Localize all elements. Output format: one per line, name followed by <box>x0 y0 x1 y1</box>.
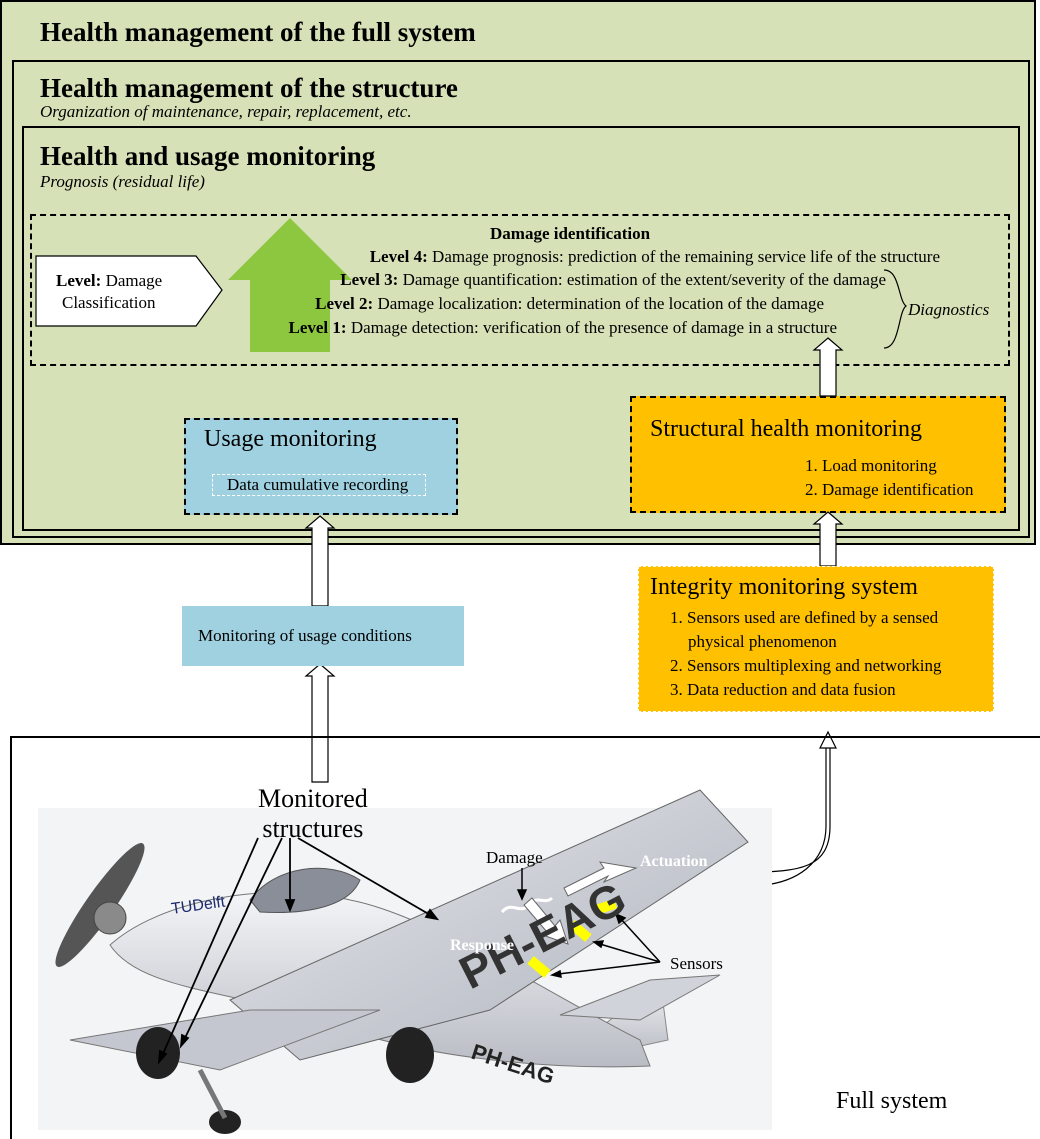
damage-label: Damage <box>486 848 543 867</box>
shm-item-2: 2. Damage identification <box>805 480 974 499</box>
monitored-pointers <box>157 837 440 1065</box>
tail-plane <box>559 974 721 1021</box>
level-3-row: Level 3: Damage quantification: estimati… <box>340 270 886 289</box>
integrity-box <box>638 566 994 712</box>
damage-identification-title: Damage identification <box>490 224 651 243</box>
main-wheel-left <box>209 1110 241 1134</box>
sensor-1 <box>592 898 618 916</box>
usage-monitoring-title: Usage monitoring <box>204 426 377 452</box>
main-wing <box>229 789 749 1061</box>
integrity-item-2: 2. Sensors multiplexing and networking <box>670 656 942 675</box>
response-label: Response <box>450 937 514 954</box>
integrity-item-3: 3. Data reduction and data fusion <box>670 680 896 699</box>
sensor-pointers <box>549 912 661 978</box>
shm-to-damage-arrow <box>812 337 844 397</box>
main-wheel-right <box>386 1027 434 1083</box>
damage-identification-arrows <box>35 218 907 352</box>
level-2-row: Level 2: Damage localization: determinat… <box>315 294 824 313</box>
usage-conditions-label: Monitoring of usage conditions <box>198 626 412 645</box>
usage-monitoring-box <box>184 418 458 515</box>
canopy <box>249 867 361 913</box>
diagnostics-label: Diagnostics <box>908 300 990 319</box>
full-system-label: Full system <box>836 1088 948 1114</box>
nose-wheel <box>136 1027 180 1079</box>
sensor-3 <box>527 956 551 978</box>
structure-health-subtitle: Organization of maintenance, repair, rep… <box>40 102 412 121</box>
diagnostics-brace <box>883 269 907 349</box>
response-arrow <box>523 897 569 945</box>
aircraft-to-conditions-arrow <box>304 663 336 783</box>
actuation-label: Actuation <box>640 853 708 870</box>
full-system-health-title: Health management of the full system <box>40 17 476 47</box>
monitored-structures-label: Monitored structures <box>258 784 368 843</box>
level-classification-label: Level: Damage Classification <box>56 271 163 312</box>
usage-conditions-box <box>182 606 464 666</box>
sensors-label: Sensors <box>670 954 723 973</box>
shm-title: Structural health monitoring <box>650 416 922 442</box>
level-classification-arrow <box>35 255 223 327</box>
level-1-row: Level 1: Damage detection: verification … <box>288 318 838 337</box>
full-system-frame <box>10 736 1040 1139</box>
level-4-row: Level 4: Damage prognosis: prediction of… <box>369 247 940 266</box>
usage-monitoring-item: Data cumulative recording <box>212 474 426 496</box>
shm-box <box>630 396 1006 513</box>
integrity-item-1: 1. Sensors used are defined by a sensed <box>670 608 939 627</box>
integrity-title: Integrity monitoring system <box>650 574 918 600</box>
health-usage-monitoring-title: Health and usage monitoring <box>40 141 376 171</box>
actuation-arrow <box>563 861 638 897</box>
sensors-to-integrity-arrow <box>747 730 837 887</box>
damage-identification-box <box>30 214 1010 366</box>
integrity-item-1-cont: physical phenomenon <box>688 632 837 651</box>
spinner <box>93 901 127 935</box>
sensor-2 <box>568 920 592 942</box>
health-usage-monitoring-subtitle: Prognosis (residual life) <box>40 172 205 191</box>
structure-health-title: Health management of the structure <box>40 73 458 103</box>
damage-pointer <box>516 868 528 901</box>
shm-item-1: 1. Load monitoring <box>805 456 937 475</box>
level-up-arrow <box>228 218 352 352</box>
